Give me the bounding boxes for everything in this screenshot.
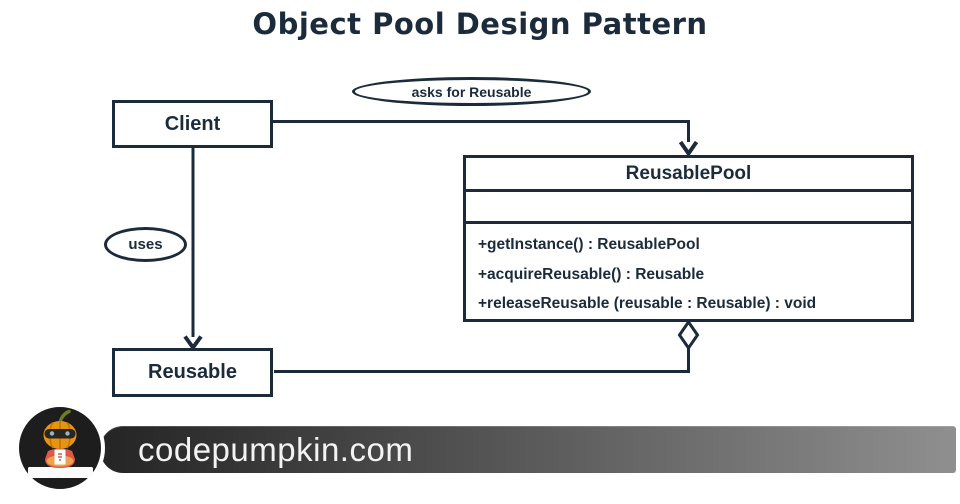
- card-glyph: [58, 453, 62, 461]
- page-title: Object Pool Design Pattern: [252, 7, 708, 41]
- arrowhead-into-reusablepool: [678, 140, 699, 158]
- aggregation-line: [274, 348, 690, 373]
- reusablepool-title: ReusablePool: [466, 158, 911, 192]
- association-label-uses: uses: [104, 227, 187, 262]
- reusable-label: Reusable: [148, 361, 237, 383]
- pumpkin-mascot-icon: [28, 409, 93, 478]
- aggregation-diamond: [677, 319, 700, 351]
- uses-label-text: uses: [128, 236, 163, 253]
- footer-brand-bar: codepumpkin.com: [100, 426, 956, 473]
- association-label-asks: asks for Reusable: [352, 77, 591, 106]
- client-label: Client: [164, 112, 221, 135]
- class-box-reusablepool: ReusablePool +getInstance() : ReusablePo…: [463, 155, 914, 322]
- right-lens-highlight: [65, 431, 70, 436]
- method-getinstance: +getInstance() : ReusablePool: [478, 236, 700, 253]
- site-name-text: codepumpkin.com: [138, 430, 414, 468]
- class-box-client: Client: [112, 100, 273, 148]
- method-releasereusable: +releaseReusable (reusable : Reusable) :…: [478, 295, 817, 312]
- desk-shape: [28, 467, 93, 478]
- reusablepool-attributes-compartment: [466, 192, 911, 224]
- reusablepool-methods-compartment: +getInstance() : ReusablePool +acquireRe…: [466, 224, 911, 319]
- class-box-reusable: Reusable: [112, 348, 273, 397]
- asks-label-text: asks for Reusable: [411, 83, 532, 100]
- method-acquirereusable: +acquireReusable() : Reusable: [478, 265, 705, 283]
- left-lens-highlight: [49, 431, 55, 436]
- asks-association-line: [273, 120, 690, 142]
- pumpkin-logo-badge: [15, 403, 105, 493]
- arrowhead-into-reusable: [183, 335, 203, 351]
- glasses: [44, 429, 76, 439]
